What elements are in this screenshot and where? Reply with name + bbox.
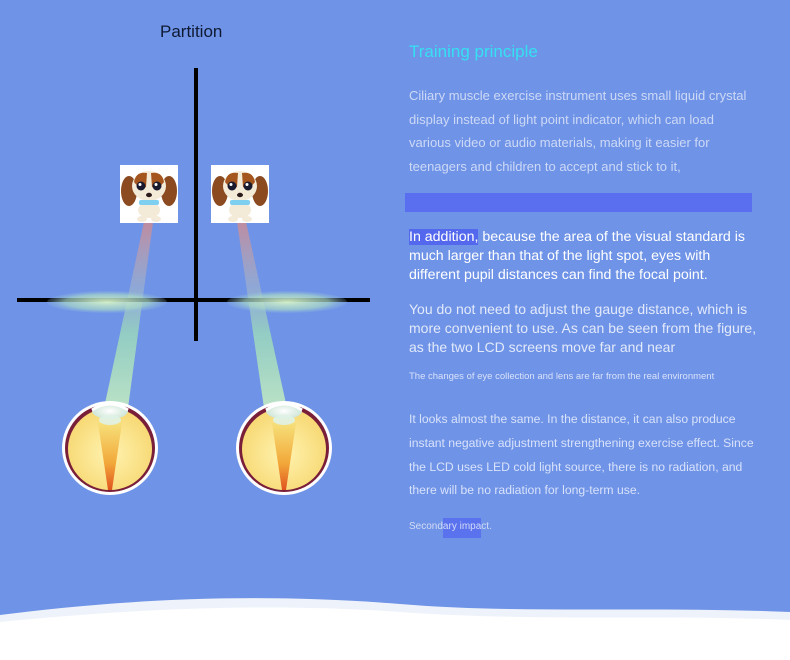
- right-light-beam: [237, 222, 287, 408]
- vertical-partition-line: [194, 68, 198, 341]
- same-paragraph: It looks almost the same. In the distanc…: [409, 412, 754, 498]
- secondary-text-start: Second: [409, 521, 443, 532]
- right-lcd-screen: [211, 165, 269, 223]
- addition-text: because the area of the visual standard …: [409, 229, 745, 283]
- section-heading: Training principle: [409, 42, 538, 61]
- gauge-paragraph: You do not need to adjust the gauge dist…: [409, 301, 757, 355]
- secondary-impact: Secondary impact.: [409, 518, 759, 538]
- highlight-bar: [405, 193, 752, 212]
- bottom-wave-front: [0, 607, 790, 660]
- left-lcd-screen: [120, 165, 178, 223]
- addition-paragraph: In addition, because the area of the vis…: [409, 228, 759, 285]
- intro-paragraph: Ciliary muscle exercise instrument uses …: [409, 88, 747, 174]
- secondary-highlight: ary impa: [442, 518, 482, 538]
- right-lens: [227, 291, 347, 313]
- left-lens: [47, 291, 167, 313]
- left-eyeball: [60, 399, 160, 497]
- diagram-title: Partition: [160, 22, 223, 41]
- addition-highlight: In addition,: [409, 229, 479, 245]
- secondary-text-end: ct.: [481, 521, 492, 532]
- horizontal-partition-line: [17, 298, 370, 302]
- left-light-beam: [104, 222, 153, 408]
- small-note: The changes of eye collection and lens a…: [409, 371, 715, 382]
- right-eyeball: [234, 399, 334, 497]
